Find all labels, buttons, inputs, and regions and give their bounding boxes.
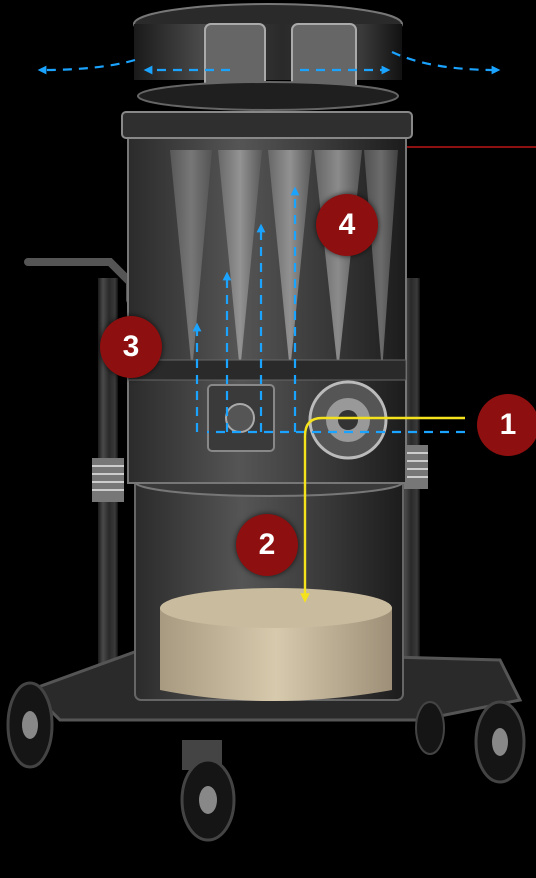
motor-head [133, 3, 403, 111]
intake-flow-line [300, 416, 465, 603]
step-badge-3: 3 [100, 316, 162, 378]
air-flow-lines [37, 51, 501, 434]
inlet-port [308, 380, 388, 460]
wheel-center-front [180, 740, 236, 842]
step-badge-2: 2 [236, 514, 298, 576]
wheel-right-front [474, 700, 526, 784]
wheel-left-front [6, 681, 54, 769]
step-badge-4: 4 [316, 194, 378, 256]
left-spring [92, 458, 124, 502]
step-badge-1: 1 [477, 394, 536, 456]
wheel-right-rear [415, 701, 445, 755]
